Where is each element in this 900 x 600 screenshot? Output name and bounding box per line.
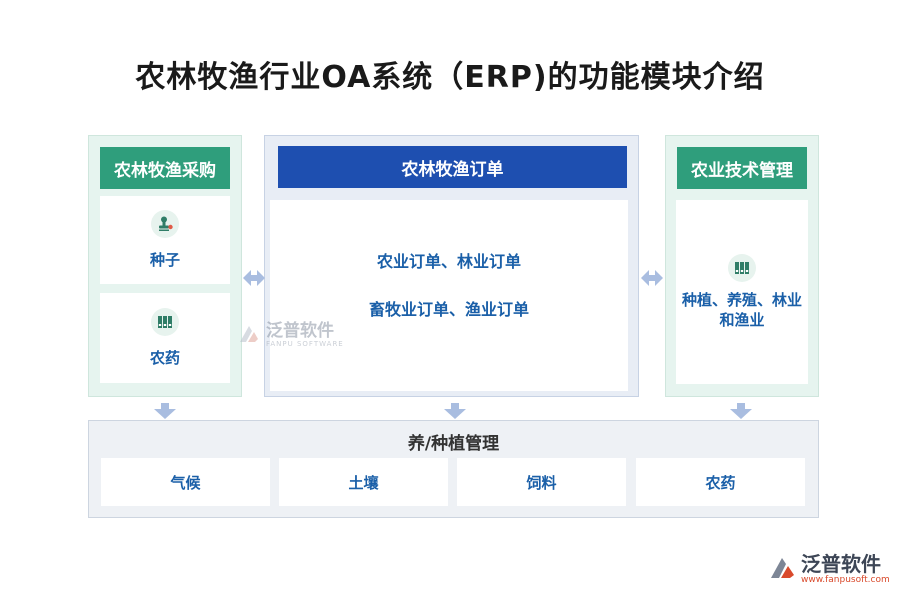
stamp-icon — [151, 210, 179, 238]
cultivation-item-climate: 气候 — [101, 458, 270, 506]
down-arrow-icon — [154, 403, 176, 419]
procurement-item-label: 种子 — [149, 251, 180, 269]
order-panel: 农林牧渔订单 农业订单、林业订单 畜牧业订单、渔业订单 — [264, 135, 639, 397]
brand-name: 泛普软件 — [801, 552, 881, 576]
order-header: 农林牧渔订单 — [278, 146, 627, 188]
cultivation-item-soil: 土壤 — [279, 458, 448, 506]
watermark-sub: FANPU SOFTWARE — [266, 340, 344, 348]
down-arrow-icon — [444, 403, 466, 419]
order-content: 农业订单、林业订单 畜牧业订单、渔业订单 — [270, 200, 628, 391]
binders-icon — [151, 308, 179, 336]
double-arrow-icon — [243, 270, 265, 286]
procurement-panel: 农林牧渔采购 种子 农药 — [88, 135, 242, 397]
fanpu-logo-icon — [240, 326, 258, 342]
cultivation-title: 养/种植管理 — [407, 434, 500, 454]
down-arrow-icon — [730, 403, 752, 419]
agri-tech-header: 农业技术管理 — [677, 147, 807, 189]
brand-logo: 泛普软件 www.fanpusoft.com — [768, 553, 890, 585]
page-title: 农林牧渔行业OA系统（ERP)的功能模块介绍 — [135, 60, 765, 95]
cultivation-panel: 养/种植管理 气候 土壤 饲料 农药 — [88, 420, 819, 518]
watermark-center: 泛普软件 FANPU SOFTWARE — [236, 322, 344, 348]
agri-tech-item: 种植、养殖、林业和渔业 — [676, 200, 808, 384]
order-line-1: 农业订单、林业订单 — [376, 251, 521, 271]
procurement-item-label: 农药 — [149, 349, 180, 367]
cultivation-item-feed: 饲料 — [457, 458, 626, 506]
agri-tech-panel: 农业技术管理 种植、养殖、林业和渔业 — [665, 135, 819, 397]
double-arrow-icon — [641, 270, 663, 286]
procurement-item-pesticide: 农药 — [100, 293, 230, 383]
procurement-item-seed: 种子 — [100, 196, 230, 284]
procurement-header: 农林牧渔采购 — [100, 147, 230, 189]
order-line-2: 畜牧业订单、渔业订单 — [368, 299, 529, 319]
cultivation-item-pesticide: 农药 — [636, 458, 805, 506]
fanpu-logo-icon — [771, 558, 794, 578]
binders-icon — [728, 254, 756, 282]
brand-url: www.fanpusoft.com — [801, 575, 890, 585]
watermark-name: 泛普软件 — [266, 321, 334, 341]
agri-tech-item-label: 种植、养殖、林业和渔业 — [682, 291, 803, 329]
